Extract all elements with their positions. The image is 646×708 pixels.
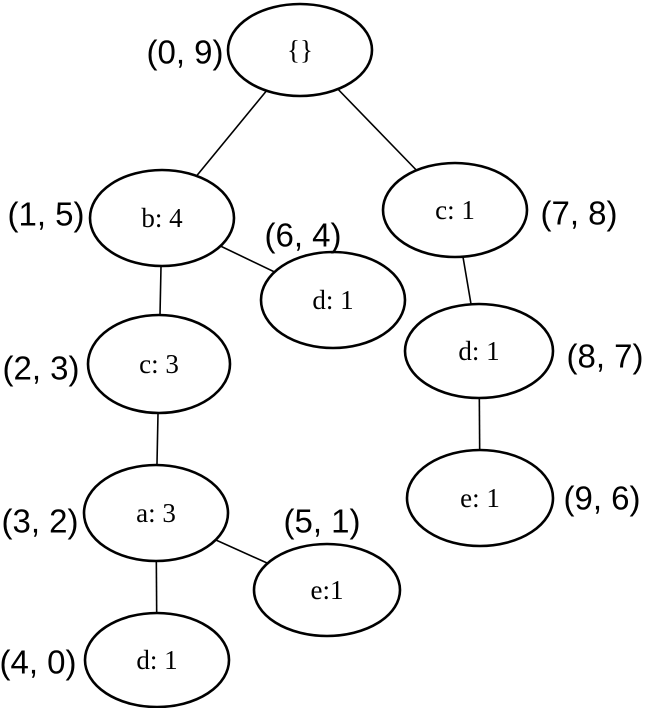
- node-annotation-b4: (1, 5): [7, 196, 84, 233]
- node-text-a3: a: 3: [136, 498, 176, 528]
- node-text-d1_bottom: d: 1: [136, 645, 177, 675]
- node-text-c1_right: c: 1: [435, 195, 475, 225]
- node-ellipse-e1_right: [405, 448, 555, 548]
- tree-node-e1_left: e:1: [252, 542, 402, 638]
- node-ellipse-d1_bottom: [83, 611, 231, 708]
- tree-node-c3: c: 3: [86, 313, 232, 415]
- node-ellipse-root: [226, 2, 374, 98]
- node-annotation-c1_right: (7, 8): [540, 195, 617, 232]
- node-text-c3: c: 3: [139, 349, 179, 379]
- tree-node-a3: a: 3: [82, 463, 230, 563]
- tree-node-c1_right: c: 1: [381, 161, 529, 259]
- node-annotation-d1_left: (6, 4): [264, 217, 341, 254]
- node-annotation-d1_right: (8, 7): [566, 338, 643, 375]
- node-ellipse-d1_left: [259, 250, 407, 350]
- node-text-d1_right: d: 1: [458, 336, 499, 366]
- tree-node-e1_right: e: 1: [405, 448, 555, 548]
- node-ellipse-a3: [82, 463, 230, 563]
- node-annotation-root: (0, 9): [146, 34, 223, 71]
- node-ellipse-d1_right: [403, 302, 555, 400]
- tree-node-root: {}: [226, 2, 374, 98]
- node-text-d1_left: d: 1: [312, 285, 353, 315]
- tree-node-d1_right: d: 1: [403, 302, 555, 400]
- tree-node-b4: b: 4: [88, 168, 236, 268]
- node-text-root: {}: [287, 35, 313, 65]
- node-text-b4: b: 4: [141, 203, 183, 233]
- node-ellipse-b4: [88, 168, 236, 268]
- node-ellipse-c3: [86, 313, 232, 415]
- node-text-e1_left: e:1: [311, 575, 344, 605]
- node-annotation-e1_left: (5, 1): [283, 503, 360, 540]
- node-annotation-d1_bottom: (4, 0): [0, 644, 77, 681]
- node-ellipse-c1_right: [381, 161, 529, 259]
- node-annotation-c3: (2, 3): [2, 350, 79, 387]
- annotations-layer: (0, 9) (1, 5) (7, 8) (6, 4) (2, 3) (8, 7) (3, …: [0, 34, 644, 681]
- node-annotation-e1_right: (9, 6): [563, 480, 640, 517]
- tree-node-d1_left: d: 1: [259, 250, 407, 350]
- tree-node-d1_bottom: d: 1: [83, 611, 231, 708]
- node-text-e1_right: e: 1: [460, 483, 500, 513]
- node-ellipse-e1_left: [252, 542, 402, 638]
- node-annotation-a3: (3, 2): [1, 503, 78, 540]
- nodes-layer: {} b: 4 c: 1 d: 1 c: 3 d: 1 a: 3 e: 1 e:1 d: 1: [82, 2, 555, 708]
